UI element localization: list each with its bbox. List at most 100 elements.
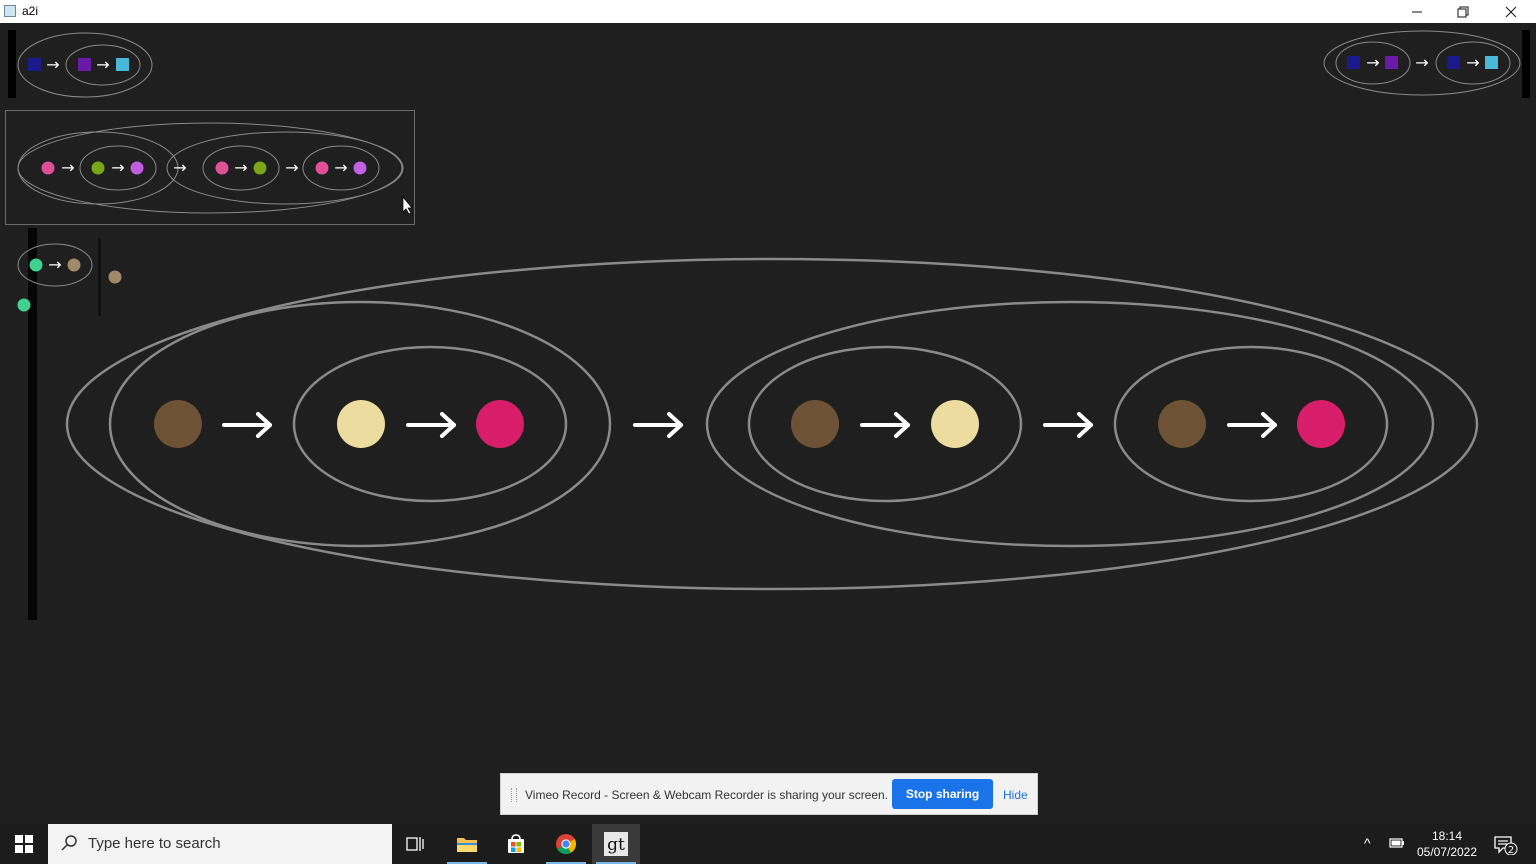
arrow-text: → [1466, 53, 1479, 72]
pink-dot [41, 161, 55, 175]
close-button[interactable] [1488, 0, 1534, 23]
stop-sharing-button[interactable]: Stop sharing [892, 779, 993, 809]
dark-blue-square [1447, 56, 1460, 69]
arrow-icon [633, 412, 683, 438]
large-graph[interactable] [65, 257, 1479, 591]
arrow-text: → [61, 158, 74, 177]
arrow-text: → [48, 255, 61, 274]
folder-icon [457, 838, 477, 852]
restore-button[interactable] [1440, 0, 1486, 23]
system-clock[interactable]: 18:14 05/07/2022 [1410, 828, 1484, 860]
left-edge-bar [8, 30, 16, 98]
screen-share-banner: Vimeo Record - Screen & Webcam Recorder … [500, 773, 1038, 815]
cream-dot [931, 400, 979, 448]
arrow-icon [222, 412, 272, 438]
notification-icon: 2 [1494, 836, 1518, 856]
search-icon [61, 835, 77, 851]
search-placeholder: Type here to search [88, 835, 221, 852]
selected-small-graph[interactable]: → → → → → → [5, 110, 415, 225]
taskbar-search-box[interactable]: Type here to search [48, 824, 392, 864]
window-titlebar: a2i [0, 0, 1536, 23]
drag-handle[interactable] [511, 788, 517, 802]
pink-dot [315, 161, 329, 175]
brown-dot [791, 400, 839, 448]
green-dot [253, 161, 267, 175]
magenta-dot [1297, 400, 1345, 448]
top-left-graph[interactable]: → → [17, 32, 153, 98]
lilac-dot [130, 161, 144, 175]
arrow-icon [1043, 412, 1093, 438]
mint-dot [29, 258, 43, 272]
brown-dot [1158, 400, 1206, 448]
tan-dot [67, 258, 81, 272]
restore-icon [1457, 6, 1469, 17]
arrow-text: → [46, 55, 59, 74]
file-explorer-button[interactable] [443, 824, 491, 864]
share-message: Vimeo Record - Screen & Webcam Recorder … [525, 788, 889, 802]
gt-app-icon: gt [604, 832, 628, 856]
minimize-icon [1412, 11, 1422, 12]
mint-tan-graph[interactable]: → [17, 243, 93, 287]
large-graph-arrows [222, 412, 1277, 438]
close-icon [1505, 6, 1517, 17]
magenta-dot [476, 400, 524, 448]
vertical-divider [98, 238, 101, 316]
arrow-text: → [96, 55, 109, 74]
clock-time: 18:14 [1431, 829, 1463, 843]
glamorous-toolkit-button[interactable]: gt [592, 824, 640, 864]
taskbar: Type here to search [0, 824, 1536, 864]
cyan-square [116, 58, 129, 71]
arrow-icon [860, 412, 910, 438]
store-icon [508, 834, 524, 853]
show-hidden-icons-icon[interactable]: ^ [1364, 835, 1371, 851]
arrow-text: → [1415, 53, 1428, 72]
microsoft-store-button[interactable] [492, 824, 540, 864]
arrow-icon [1227, 412, 1277, 438]
arrow-text: → [234, 158, 247, 177]
arrow-text: → [173, 158, 186, 177]
cream-dot [337, 400, 385, 448]
arrow-text: → [285, 158, 298, 177]
mouse-cursor-icon [402, 196, 413, 215]
svg-text:gt: gt [607, 835, 625, 855]
notification-count: 2 [1508, 845, 1514, 855]
windows-logo-icon [15, 835, 33, 853]
notification-center-button[interactable]: 2 [1494, 835, 1518, 860]
app-icon [4, 5, 16, 17]
vertical-bar [28, 228, 37, 620]
purple-square [78, 58, 91, 71]
green-dot [91, 161, 105, 175]
arrow-text: → [111, 158, 124, 177]
running-indicator [596, 862, 636, 864]
start-button[interactable] [0, 824, 48, 864]
mint-node[interactable] [17, 298, 31, 312]
arrow-text: → [334, 158, 347, 177]
battery-icon[interactable] [1389, 836, 1405, 850]
running-indicator [546, 862, 586, 864]
chrome-button[interactable] [542, 824, 590, 864]
brown-dot [154, 400, 202, 448]
purple-square [1385, 56, 1398, 69]
lilac-dot [353, 161, 367, 175]
task-view-icon [406, 837, 424, 851]
running-indicator [447, 862, 487, 864]
hide-link[interactable]: Hide [1003, 788, 1028, 802]
cyan-square [1485, 56, 1498, 69]
minimize-button[interactable] [1394, 0, 1440, 23]
arrow-icon [406, 412, 456, 438]
clock-date: 05/07/2022 [1416, 845, 1478, 859]
tan-node[interactable] [108, 270, 122, 284]
task-view-button[interactable] [392, 824, 440, 864]
right-edge-bar [1522, 30, 1530, 98]
pink-dot [215, 161, 229, 175]
dark-blue-square [28, 58, 41, 71]
large-graph-nodes [154, 400, 1345, 448]
main-canvas[interactable]: → → → → → → [0, 23, 1536, 824]
window-title: a2i [22, 4, 39, 18]
selection-box [5, 110, 415, 225]
chrome-icon [556, 834, 577, 855]
canvas-graphics: → → → → → → [5, 30, 1530, 620]
top-right-graph[interactable]: → → → [1323, 30, 1521, 96]
dark-blue-square [1347, 56, 1360, 69]
arrow-text: → [1366, 53, 1379, 72]
